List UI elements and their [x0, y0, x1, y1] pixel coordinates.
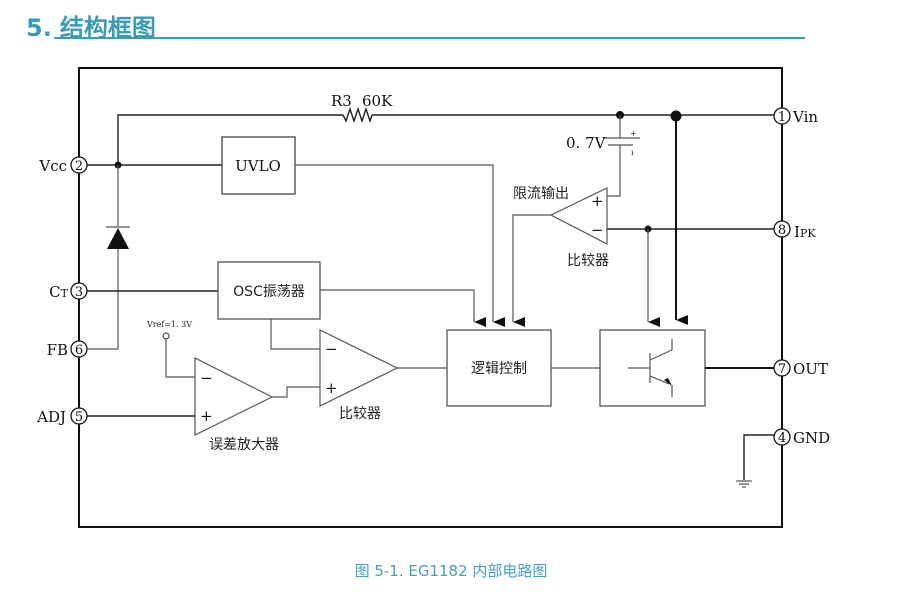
minus-sign: −: [200, 369, 213, 387]
pin-number: 7: [778, 362, 786, 377]
pin-gnd: 4 GND: [773, 428, 830, 447]
pin-vcc: 2 Vcc: [38, 156, 88, 175]
resistor-ref: R3: [331, 92, 352, 110]
pwm-comparator: − +: [319, 329, 399, 407]
plus-sign: +: [591, 192, 604, 210]
osc-to-comparator-wire: [270, 319, 320, 350]
minus-sign: −: [591, 221, 604, 239]
logic-label: 逻辑控制: [471, 361, 527, 377]
minus-sign: −: [325, 340, 338, 358]
pin-label: CT: [49, 283, 68, 301]
pin-label: ADJ: [36, 408, 66, 426]
pin-number: 1: [778, 110, 786, 125]
uvlo-to-logic-wire: [295, 164, 505, 327]
diode: [87, 165, 130, 350]
current-limit-label: 限流输出: [513, 186, 569, 202]
minus-sign: ı: [631, 148, 634, 157]
voltage-source-0.7v: + ı: [603, 115, 640, 197]
plus-sign: +: [325, 379, 338, 397]
comparator-mid-label: 比较器: [339, 406, 381, 422]
pin-number: 5: [75, 410, 83, 425]
pin-ct: 3 CT: [49, 282, 88, 301]
pin-adj: 5 ADJ: [36, 407, 88, 426]
pin-label: FB: [47, 341, 68, 359]
vin-rail: [117, 106, 774, 165]
uvlo-label: UVLO: [235, 157, 281, 175]
pin-number: 6: [75, 343, 83, 358]
erramp-to-comparator-wire: [272, 386, 320, 398]
pin-number: 4: [778, 431, 786, 446]
pin-label: Vcc: [38, 157, 67, 175]
pin-label: GND: [793, 429, 830, 447]
pin-number: 8: [778, 223, 786, 238]
osc-block: OSC振荡器: [217, 261, 321, 320]
pin-label: Vin: [792, 108, 818, 126]
vref-terminal: [162, 332, 195, 378]
pin-number: 2: [75, 159, 83, 174]
source-voltage-label: 0. 7V: [566, 134, 607, 152]
plus-sign: +: [630, 129, 637, 138]
figure-caption: 图 5-1. EG1182 内部电路图: [354, 562, 548, 580]
power-switch-block: [599, 329, 706, 407]
pin-vin: 1 Vin: [773, 107, 818, 126]
resistor-value: 60K: [362, 92, 393, 110]
pin-out: 7 OUT: [773, 359, 828, 378]
pin-fb: 6 FB: [47, 340, 88, 359]
pin-label: IPK: [794, 223, 816, 241]
heading-underline: [54, 37, 805, 39]
section-number: 5.: [26, 14, 52, 42]
osc-label: OSC振荡器: [233, 284, 305, 300]
comparator-top-label: 比较器: [567, 253, 609, 269]
uvlo-block: UVLO: [221, 136, 296, 195]
transistor-icon: [628, 339, 673, 397]
current-limit-comparator: + −: [549, 187, 608, 245]
plus-sign: +: [200, 407, 213, 425]
limit-to-logic-wire: [512, 214, 551, 327]
error-amplifier: − +: [194, 357, 274, 436]
logic-control-block: 逻辑控制: [446, 329, 552, 407]
osc-to-logic-wire: [320, 289, 486, 327]
error-amp-label: 误差放大器: [209, 437, 279, 453]
pin-ipk: 8 IPK: [773, 220, 816, 241]
vref-label: Vref=1. 3V: [146, 320, 192, 329]
pin-number: 3: [75, 285, 83, 300]
pin-label: OUT: [793, 360, 828, 378]
ground-symbol: [736, 434, 774, 488]
